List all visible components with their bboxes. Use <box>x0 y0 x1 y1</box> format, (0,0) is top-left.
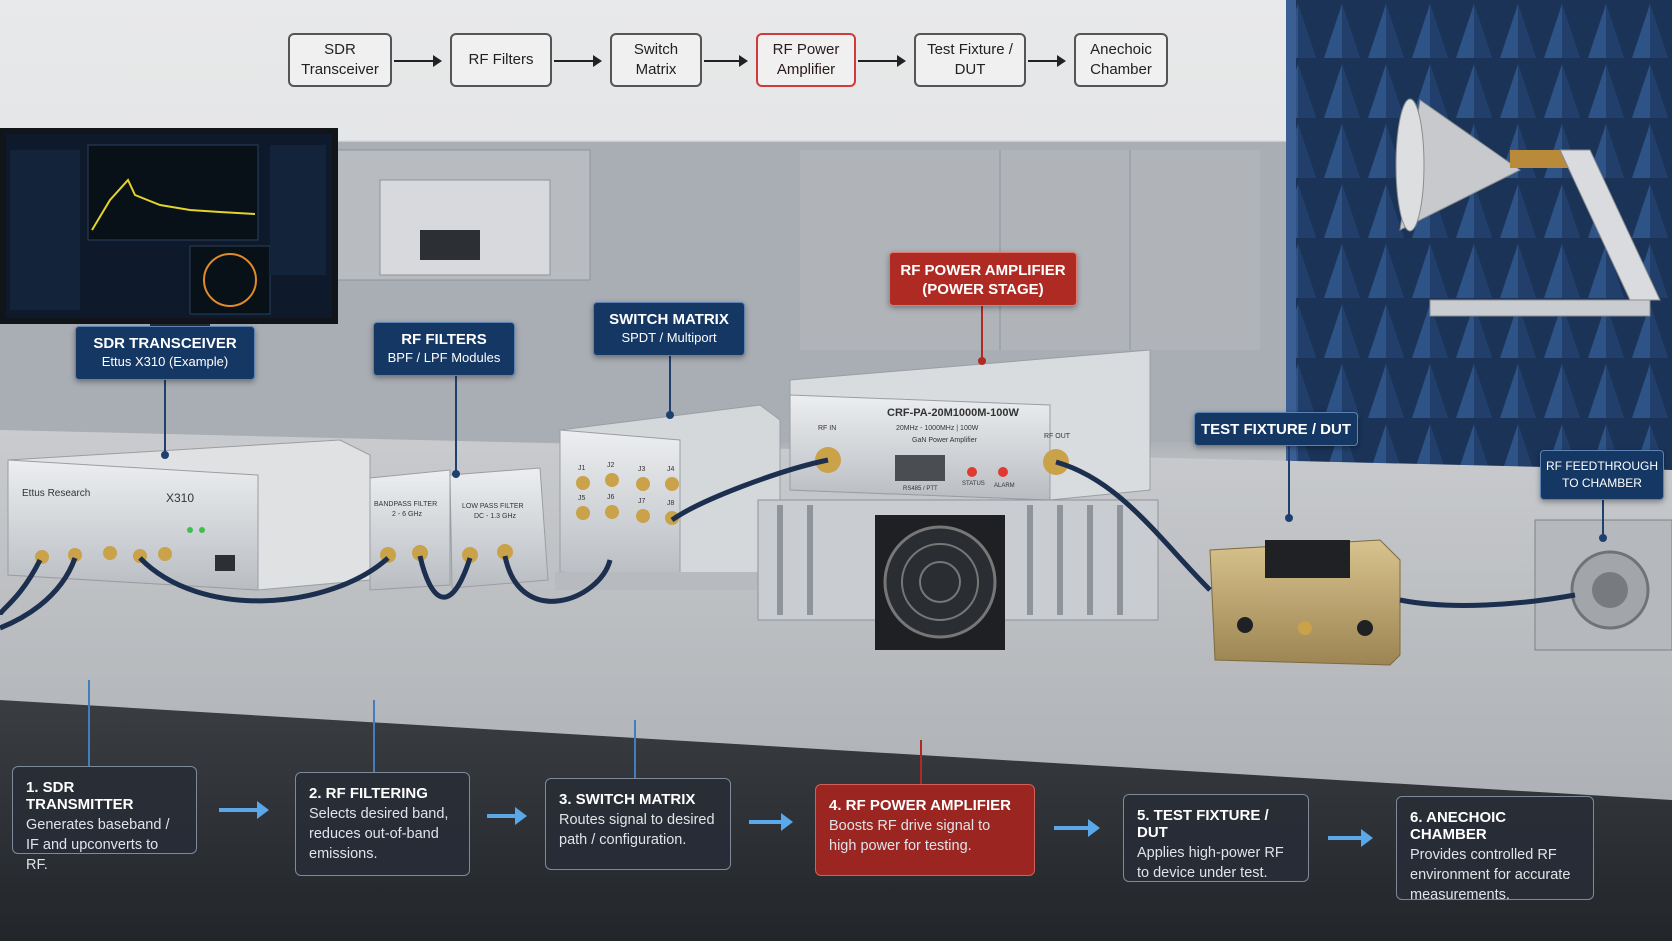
step-title: 6. ANECHOIC CHAMBER <box>1410 809 1507 843</box>
switch-port-label: J3 <box>638 466 646 473</box>
step-title: 1. SDR TRANSMITTER <box>26 779 134 813</box>
amp-model-text: CRF-PA-20M1000M-100W <box>887 407 1019 419</box>
amp-alarm-text: ALARM <box>994 483 1015 489</box>
amp-type-text: GaN Power Amplifier <box>912 437 978 444</box>
step3-leader-line <box>634 720 636 778</box>
step-description: Boosts RF drive signal to high power for… <box>829 818 991 854</box>
step-card-6: 6. ANECHOIC CHAMBER Provides controlled R… <box>1396 796 1594 903</box>
sdr-brand-text: Ettus Research <box>22 488 90 499</box>
flow-box-3: Switch Matrix <box>610 33 702 87</box>
callout-title: TEST FIXTURE / DUT <box>1201 421 1351 438</box>
step-arrow-icon <box>1054 819 1100 837</box>
lpf-label: LOW PASS FILTER <box>462 503 524 510</box>
rf-filters-callout: RF FILTERS BPF / LPF Modules <box>373 322 515 376</box>
step-arrow-icon <box>1328 829 1373 847</box>
amp-port-text: RS485 / PTT <box>903 486 938 492</box>
step-description: Routes signal to desired path / configur… <box>559 812 715 848</box>
callout-line1: RF FEEDTHROUGH <box>1546 459 1658 473</box>
rf-feedthrough-callout: RF FEEDTHROUGH TO CHAMBER <box>1540 450 1664 500</box>
step4-leader-line <box>920 740 922 784</box>
switch-port-label: J8 <box>667 500 675 507</box>
flow-arrow <box>1028 55 1066 67</box>
step-card-5: 5. TEST FIXTURE / DUT Applies high-power … <box>1123 794 1309 882</box>
step-arrow-icon <box>749 813 793 831</box>
callout-subtitle: SPDT / Multiport <box>621 330 717 345</box>
step-title: 5. TEST FIXTURE / DUT <box>1137 807 1269 841</box>
flow-box-5: Test Fixture / DUT <box>914 33 1026 87</box>
feedthrough-leader-line <box>1602 500 1604 538</box>
sdr-leader-dot <box>161 451 169 459</box>
flow-box-4: RF Power Amplifier <box>756 33 856 87</box>
switch-port-label: J5 <box>578 495 586 502</box>
switch-port-label: J1 <box>578 465 586 472</box>
fixture-leader-dot <box>1285 514 1293 522</box>
switch-leader-line <box>669 356 671 416</box>
flow-arrow <box>394 55 442 67</box>
step-description: Provides controlled RF environment for a… <box>1410 847 1571 903</box>
sdr-ports <box>35 527 235 571</box>
bpf-label: BANDPASS FILTER <box>374 501 437 508</box>
amp-rf-out-text: RF OUT <box>1044 433 1071 440</box>
switch-port-label: J2 <box>607 462 615 469</box>
sdr-model-text: X310 <box>166 491 194 505</box>
callout-title: RF POWER AMPLIFIER <box>900 262 1066 279</box>
step-arrow-icon <box>219 801 269 819</box>
rf-power-amplifier-callout: RF POWER AMPLIFIER (POWER STAGE) <box>889 252 1077 306</box>
flow-arrow <box>704 55 748 67</box>
switch-port-label: J6 <box>607 494 615 501</box>
flow-box-1: SDR Transceiver <box>288 33 392 87</box>
amp-status-text: STATUS <box>962 481 985 487</box>
flow-box-6: Anechoic Chamber <box>1074 33 1168 87</box>
callout-subtitle: BPF / LPF Modules <box>387 350 501 365</box>
step-title: 4. RF POWER AMPLIFIER <box>829 797 1011 814</box>
flow-box-2: RF Filters <box>450 33 552 87</box>
callout-subtitle: (POWER STAGE) <box>922 281 1044 298</box>
feedthrough-leader-dot <box>1599 534 1607 542</box>
callout-subtitle: Ettus X310 (Example) <box>101 354 229 369</box>
sdr-leader-line <box>164 380 166 456</box>
callout-title: SDR TRANSCEIVER <box>93 335 237 352</box>
step-title: 3. SWITCH MATRIX <box>559 791 696 808</box>
step-card-1: 1. SDR TRANSMITTER Generates baseband / I… <box>12 766 197 873</box>
step-title: 2. RF FILTERING <box>309 785 428 802</box>
test-fixture-callout: TEST FIXTURE / DUT <box>1194 412 1358 446</box>
step-description: Applies high-power RF to device under te… <box>1137 845 1284 881</box>
fixture-leader-line <box>1288 446 1290 518</box>
flow-arrow <box>554 55 602 67</box>
amp-leader-dot <box>978 357 986 365</box>
step1-leader-line <box>88 680 90 766</box>
step2-leader-line <box>373 700 375 772</box>
sdr-transceiver-callout: SDR TRANSCEIVER Ettus X310 (Example) <box>75 326 255 380</box>
switch-port-label: J4 <box>667 466 675 473</box>
step-card-3: 3. SWITCH MATRIX Routes signal to desired… <box>545 778 731 870</box>
flow-arrow <box>858 55 906 67</box>
switch-leader-dot <box>666 411 674 419</box>
callout-title: RF FILTERS <box>401 331 487 348</box>
filters-leader-dot <box>452 470 460 478</box>
bpf-range: 2 - 6 GHz <box>392 511 422 518</box>
lpf-range: DC - 1.3 GHz <box>474 513 517 520</box>
step-arrow-icon <box>487 807 527 825</box>
filters-leader-line <box>455 376 457 476</box>
amp-spec-text: 20MHz - 1000MHz | 100W <box>896 425 979 432</box>
switch-matrix-callout: SWITCH MATRIX SPDT / Multiport <box>593 302 745 356</box>
amp-rf-in-text: RF IN <box>818 425 836 432</box>
step-description: Generates baseband / IF and upconverts t… <box>26 817 170 873</box>
switch-port-label: J7 <box>638 498 646 505</box>
step-card-4: 4. RF POWER AMPLIFIER Boosts RF drive sig… <box>815 784 1035 876</box>
callout-line2: TO CHAMBER <box>1562 476 1642 490</box>
step-card-2: 2. RF FILTERING Selects desired band, red… <box>295 772 470 876</box>
step-description: Selects desired band, reduces out-of-ban… <box>309 806 449 862</box>
amp-leader-line <box>981 306 983 362</box>
callout-title: SWITCH MATRIX <box>609 311 729 328</box>
